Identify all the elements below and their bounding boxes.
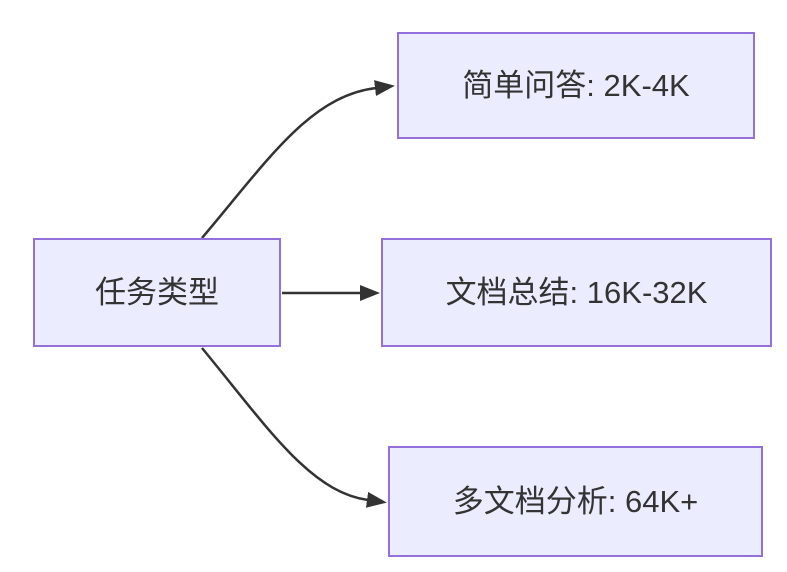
node-multi-doc-label: 多文档分析: 64K+: [452, 483, 699, 519]
edge-root-to-multi-doc: [201, 347, 387, 508]
node-simple-qa-label: 简单问答: 2K-4K: [462, 67, 690, 103]
edge-root-to-simple-qa: [201, 80, 395, 239]
node-multi-doc: 多文档分析: 64K+: [388, 446, 763, 557]
node-task-type: 任务类型: [33, 238, 281, 347]
node-task-type-label: 任务类型: [95, 274, 219, 310]
node-simple-qa: 简单问答: 2K-4K: [397, 32, 755, 139]
node-doc-summary: 文档总结: 16K-32K: [381, 238, 772, 347]
node-doc-summary-label: 文档总结: 16K-32K: [445, 274, 708, 310]
